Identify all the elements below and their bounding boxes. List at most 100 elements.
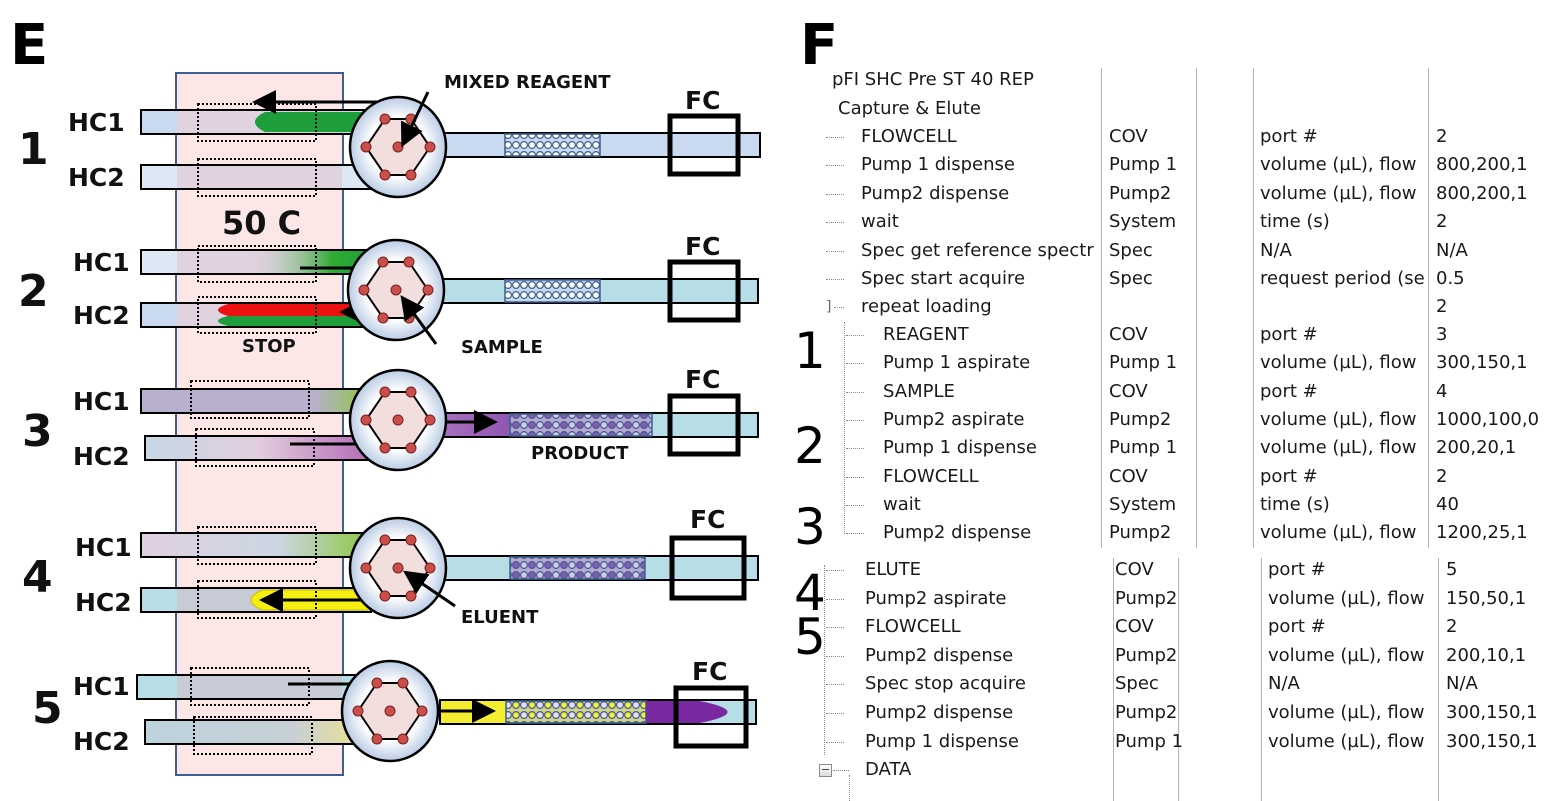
cell-param: volume (µL), flow [1260,408,1417,430]
temperature-label: 50 C [222,204,301,242]
cell-name: Spec get reference spectr [861,239,1094,261]
hc2-label: HC2 [75,588,132,617]
cell-device: Pump2 [1109,522,1172,544]
cell-name: FLOWCELL [861,126,957,147]
cell-value: 1000,100,0 [1436,408,1540,430]
cell-device: COV [1109,324,1148,345]
valve-port [371,733,383,745]
tree-group-repeat-loading[interactable]: ] repeat loading 2 [826,296,1448,317]
cell-name: Pump 1 aspirate [883,352,1031,374]
cell-param: N/A [1268,673,1300,695]
valve-port [405,386,417,398]
cell-value: 200,10,1 [1446,644,1527,666]
valve-port [403,312,415,324]
valve-port [360,141,372,153]
tree-data-node[interactable]: − DATA [819,759,912,780]
valve-port [397,677,409,689]
valve-port [405,590,417,602]
cell-param: request period (se [1260,268,1425,289]
tree-root[interactable]: pFI SHC Pre ST 40 REP [832,69,1034,90]
cell-device: Pump 1 [1109,437,1178,459]
cell-name: Pump2 dispense [861,182,1010,204]
reagent-zone [255,112,370,132]
hc1-label: HC1 [75,533,132,562]
cell-param: volume (µL), flow [1268,702,1425,723]
valve-port [352,705,364,717]
cell-value: 300,150,1 [1446,730,1538,752]
cell-name: REAGENT [883,324,969,345]
cell-param: volume (µL), flow [1268,587,1425,609]
cell-name: Pump 1 dispense [883,437,1037,459]
hc1-label: HC1 [73,248,130,277]
hc2-label: HC2 [73,727,130,756]
stage-2 [140,245,759,334]
cell-name: Spec stop acquire [865,673,1026,695]
cell-param: port # [1260,380,1318,402]
column-divider [1428,68,1429,548]
cell-device: Pump2 [1115,587,1178,609]
cell-param: N/A [1260,239,1292,261]
tree-section[interactable]: Capture & Elute [838,98,981,119]
cell-value: 2 [1446,616,1458,638]
collapse-icon[interactable]: − [819,763,832,777]
cell-device: COV [1115,616,1154,638]
rotary-valve [346,238,446,342]
cell-param: port # [1260,324,1318,345]
cell-device: Pump2 [1115,702,1178,723]
cell-name: SAMPLE [883,380,955,402]
panel-f-letter: F [800,13,839,78]
cell-device: Spec [1115,673,1159,695]
valve-port [379,534,391,546]
valve-port [424,414,436,426]
column-divider [1178,558,1179,801]
cell-value: 2 [1436,211,1448,233]
cell-name: Pump2 dispense [883,522,1032,544]
stage-5 [136,667,757,755]
cell-value: 1200,25,1 [1436,522,1528,544]
valve-port [416,705,428,717]
rotary-valve [348,95,448,199]
valve-port [424,141,436,153]
product-label: PRODUCT [531,443,629,464]
cell-device: System [1109,493,1177,515]
fc-label: FC [690,505,725,534]
coil-outline [197,103,317,142]
cell-param: volume (µL), flow [1260,182,1417,204]
cell-name: Pump2 aspirate [865,587,1007,609]
cell-value: 200,20,1 [1436,437,1517,459]
cell-param: port # [1260,465,1318,487]
cell-value: 2 [1436,465,1448,487]
hc1-label: HC1 [68,108,125,137]
cell-name: Spec start acquire [861,268,1026,289]
cell-device: COV [1109,126,1148,147]
mixed-reagent-label: MIXED REAGENT [444,72,611,93]
fc-label: FC [685,86,720,115]
cell-device: Pump2 [1115,644,1178,666]
cell-name: Pump2 aspirate [883,408,1025,430]
flowcell [667,113,741,177]
cell-value: 40 [1436,493,1459,515]
cell-param: volume (µL), flow [1268,644,1425,666]
valve-port [397,733,409,745]
